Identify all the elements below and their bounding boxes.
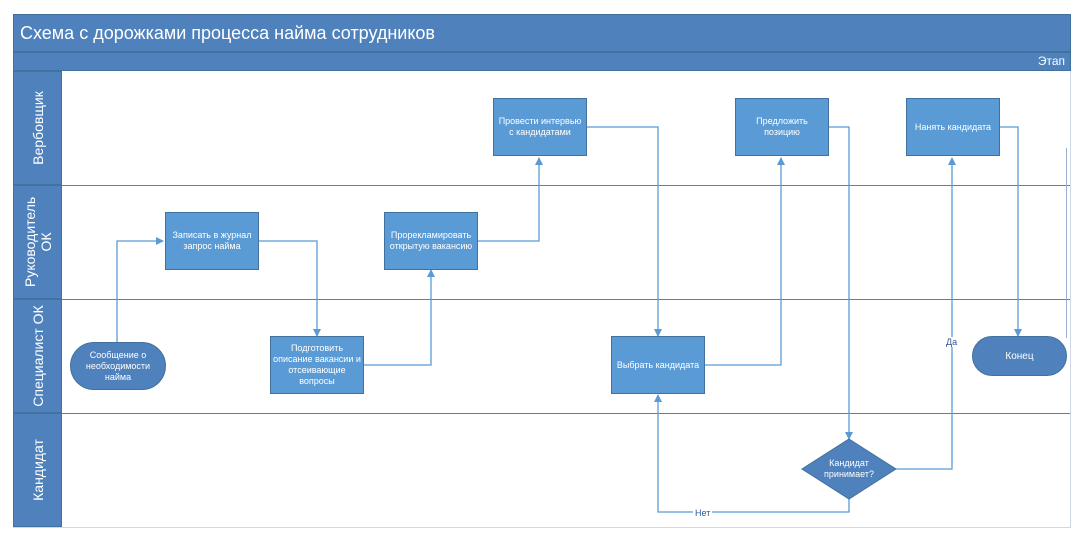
connector-select-to-offer [705, 157, 785, 366]
start-terminator[interactable]: Сообщение о необходимости найма [70, 342, 166, 390]
edge-label-no: Нет [693, 508, 713, 518]
connector-decision-no [654, 394, 850, 513]
connector-log-to-prepare [258, 240, 321, 337]
connector-hire-to-end [1000, 126, 1022, 337]
process-offer-position[interactable]: Предложить позицию [735, 98, 829, 156]
process-interview[interactable]: Провести интервью с кандидатами [493, 98, 587, 156]
lane-header-recruiter: Вербовщик [13, 71, 62, 185]
lane-divider [62, 413, 1071, 414]
connector-interview-to-select [587, 126, 662, 337]
diagram-bottom-border [13, 527, 1071, 528]
connector-start-to-log [116, 237, 164, 344]
decision-diamond [801, 438, 897, 500]
lane-header-hr-specialist: Специалист ОК [13, 299, 62, 413]
swimlane-diagram: Схема с дорожками процесса найма сотрудн… [13, 14, 1071, 528]
diagram-right-border [1070, 71, 1071, 527]
connector-prepare-to-advertise [363, 269, 435, 366]
connector-decision-yes [896, 157, 956, 470]
process-select-candidate[interactable]: Выбрать кандидата [611, 336, 705, 394]
lane-header-hr-manager: Руководитель ОК [13, 185, 62, 299]
process-log-request[interactable]: Записать в журнал запрос найма [165, 212, 259, 270]
lane-divider [62, 299, 1071, 300]
lane-divider [62, 185, 1071, 186]
connectors [116, 126, 1022, 513]
process-prepare-description[interactable]: Подготовить описание вакансии и отсеиваю… [270, 336, 364, 394]
lane-header-candidate: Кандидат [13, 413, 62, 527]
phase-header: Этап [13, 52, 1071, 71]
connector-offer-to-decision [828, 126, 853, 440]
decision-label[interactable]: Кандидат принимает? [824, 458, 874, 479]
connector-advertise-to-interview [477, 157, 543, 242]
page-edge-bracket [1066, 148, 1073, 338]
diagram-title: Схема с дорожками процесса найма сотрудн… [13, 14, 1071, 52]
process-advertise[interactable]: Прорекламировать открытую вакансию [384, 212, 478, 270]
edge-label-yes: Да [946, 337, 958, 347]
process-hire[interactable]: Нанять кандидата [906, 98, 1000, 156]
end-terminator[interactable]: Конец [972, 336, 1067, 376]
